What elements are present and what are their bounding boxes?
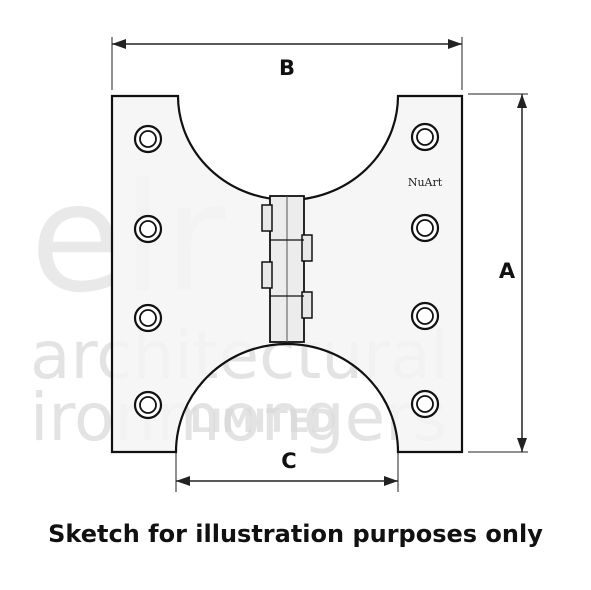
- screw-hole: [133, 124, 163, 154]
- dimension-a-label: A: [499, 259, 516, 283]
- watermark-line3: LIMITED: [190, 402, 336, 440]
- brand-stamp: NuArt: [408, 176, 443, 189]
- screw-hole: [410, 389, 440, 419]
- dimension-a: A: [468, 93, 528, 453]
- watermark-line2: ironmongers: [30, 379, 447, 456]
- hinge-knuckle: [261, 195, 313, 343]
- dimension-b-label: B: [279, 56, 295, 80]
- caption: Sketch for illustration purposes only: [48, 520, 543, 548]
- screw-hole: [133, 390, 163, 420]
- screw-holes-right: [410, 122, 440, 419]
- dimension-b: B: [111, 37, 463, 90]
- screw-hole: [133, 303, 163, 333]
- dimension-c-label: C: [281, 449, 296, 473]
- screw-hole: [410, 122, 440, 152]
- screw-holes-left: [133, 124, 163, 420]
- screw-hole: [410, 213, 440, 243]
- dimension-c: C: [175, 449, 399, 492]
- screw-hole: [410, 301, 440, 331]
- screw-hole: [133, 214, 163, 244]
